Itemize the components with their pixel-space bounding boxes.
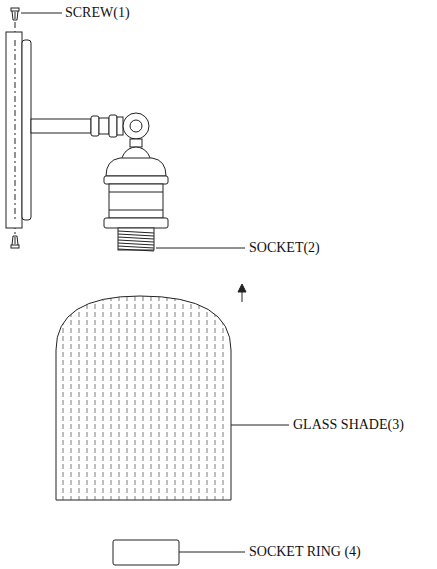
thread-line (118, 246, 154, 248)
glass-rib (95, 296, 96, 500)
glass-rib (151, 296, 152, 500)
glass-rib (191, 296, 192, 500)
glass-rib (207, 296, 208, 500)
glass-rib (79, 296, 80, 500)
glass-rib (143, 296, 144, 500)
glass-rib (183, 296, 184, 500)
leader-line (231, 425, 289, 426)
thread-line (118, 237, 154, 239)
glass-rib (63, 296, 64, 500)
glass-rib (199, 296, 200, 500)
direction-arrow (238, 284, 246, 302)
glass-rib (215, 296, 216, 500)
glass-rib (159, 296, 160, 500)
glass-rib (71, 296, 72, 500)
glass-rib (167, 296, 168, 500)
glass-rib (87, 296, 88, 500)
glass-rib (127, 296, 128, 500)
thread-line (118, 249, 154, 251)
glass-rib (223, 296, 224, 500)
thread-line (118, 231, 154, 233)
part-label: GLASS SHADE(3) (292, 417, 405, 433)
leader-line (179, 552, 245, 553)
thread-line (118, 240, 154, 242)
glass-rib (175, 296, 176, 500)
glass-rib (119, 296, 120, 500)
glass-shade (56, 296, 231, 500)
back-plate (6, 32, 31, 228)
leader-line (156, 248, 245, 249)
screw (11, 8, 19, 20)
socket-ring (113, 540, 179, 565)
thread-line (118, 234, 154, 236)
leader-line (21, 13, 62, 14)
glass-rib (135, 296, 136, 500)
screw (11, 236, 19, 248)
socket (104, 147, 168, 251)
part-label: SCREW(1) (64, 5, 131, 21)
glass-rib (103, 296, 104, 500)
part-label: SOCKET(2) (248, 240, 321, 256)
part-label: SOCKET RING (4) (248, 544, 362, 560)
arm (31, 113, 149, 147)
glass-rib (111, 296, 112, 500)
thread-line (118, 243, 154, 245)
